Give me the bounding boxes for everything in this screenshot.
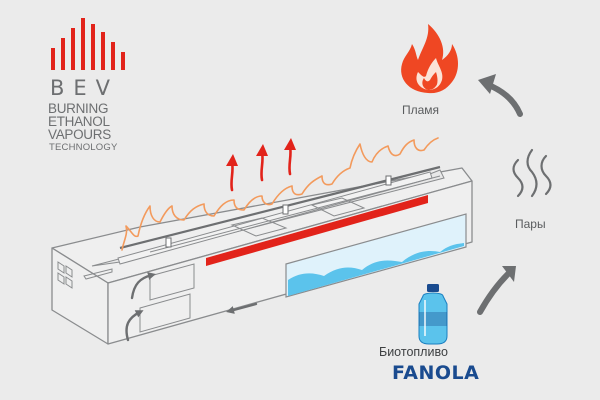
side-vents bbox=[57, 261, 73, 289]
logo-acronym: BEV bbox=[50, 76, 120, 100]
logo-bars bbox=[51, 18, 125, 70]
fuel-brand-label: FANOLA bbox=[392, 362, 480, 384]
logo-line-technology: TECHNOLOGY bbox=[49, 142, 118, 153]
vapour-icon bbox=[512, 148, 552, 198]
fuel-bottle-icon bbox=[418, 284, 448, 345]
curved-arrow-from-fuel bbox=[477, 271, 511, 315]
flames bbox=[121, 137, 439, 251]
top-openings bbox=[83, 197, 366, 280]
vapours-label: Пары bbox=[515, 217, 546, 231]
logo-line-burning: BURNING bbox=[48, 101, 109, 116]
flame-channel bbox=[117, 165, 441, 265]
fuel-label: Биотопливо bbox=[379, 345, 448, 359]
flame-label: Пламя bbox=[402, 103, 440, 117]
logo-line-vapours: VAPOURS bbox=[48, 127, 111, 142]
flame-icon bbox=[401, 24, 458, 94]
fuel-tank bbox=[285, 213, 467, 298]
logo-line-ethanol: ETHANOL bbox=[48, 114, 110, 129]
internal-flow-arrows bbox=[125, 272, 258, 342]
heating-strip bbox=[206, 195, 428, 266]
front-panels bbox=[139, 263, 195, 333]
